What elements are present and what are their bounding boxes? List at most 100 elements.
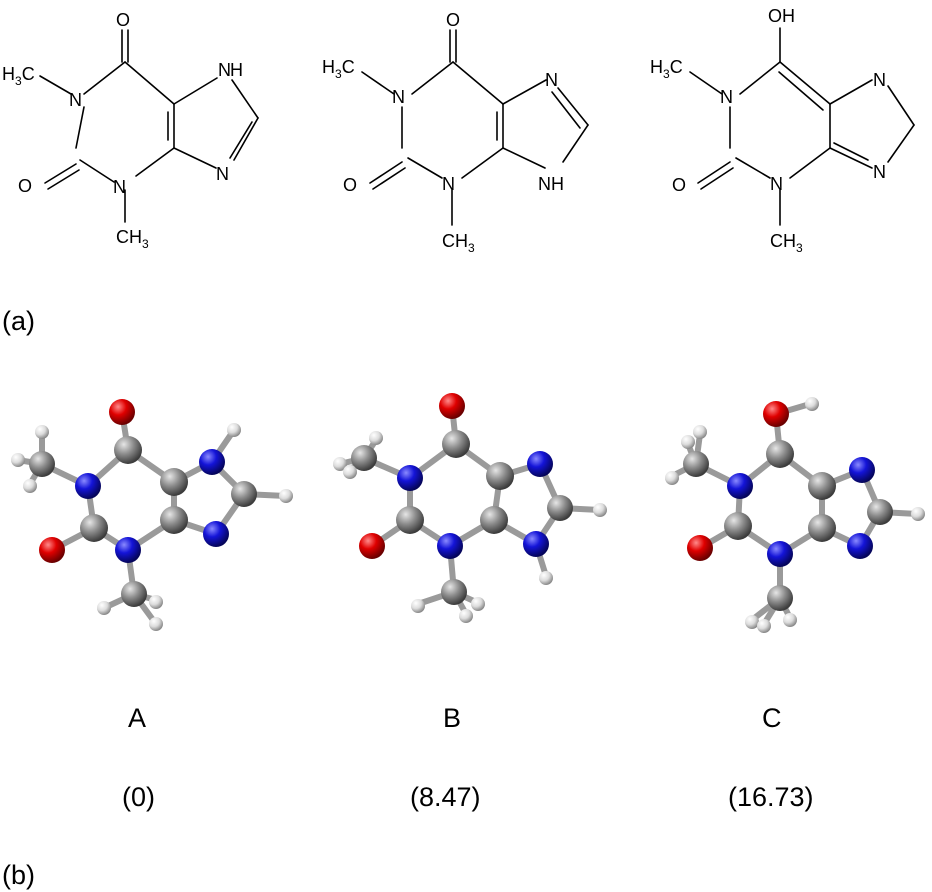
carbon-atom bbox=[441, 579, 467, 605]
hydroxyl-label: OH bbox=[768, 6, 795, 26]
nitrogen-atom bbox=[849, 457, 875, 483]
nitrogen-label: N bbox=[873, 70, 886, 90]
hydrogen-atom bbox=[681, 435, 695, 449]
methyl-label: CH3 bbox=[116, 227, 149, 251]
nitrogen-label: N bbox=[392, 87, 405, 107]
carbon-atom bbox=[114, 436, 142, 464]
methyl-label: CH3 bbox=[770, 231, 803, 255]
hydrogen-atom bbox=[279, 489, 293, 503]
nitrogen-label: N bbox=[720, 87, 733, 107]
carbon-atom bbox=[867, 499, 893, 525]
carbon-atom bbox=[808, 514, 836, 542]
relative-energy-c: (16.73) bbox=[728, 782, 814, 812]
nitrogen-atom bbox=[203, 521, 229, 547]
oxygen-label: O bbox=[116, 10, 130, 30]
nitrogen-label: N bbox=[216, 164, 229, 184]
nitrogen-atom bbox=[75, 473, 101, 499]
nitrogen-h-label: N bbox=[218, 60, 231, 80]
panel-label-b: (b) bbox=[2, 860, 35, 890]
carbon-atom bbox=[767, 585, 793, 611]
hydrogen-atom bbox=[459, 609, 473, 623]
nitrogen-label: N bbox=[69, 90, 82, 110]
carbon-atom bbox=[724, 512, 752, 540]
oxygen-atom bbox=[109, 399, 135, 425]
hydrogen-atom bbox=[149, 595, 163, 609]
hydrogen-atom bbox=[11, 453, 25, 467]
nitrogen-atom bbox=[527, 451, 553, 477]
oxygen-atom bbox=[39, 537, 65, 563]
carbon-atom bbox=[160, 468, 188, 496]
carbon-atom bbox=[808, 472, 836, 500]
nitrogen-atom bbox=[727, 473, 753, 499]
hydrogen-atom bbox=[693, 425, 707, 439]
hydrogen-atom bbox=[227, 423, 241, 437]
hydrogen-atom bbox=[471, 597, 485, 611]
relative-energy-b: (8.47) bbox=[410, 782, 481, 812]
nitrogen-atom bbox=[437, 533, 463, 559]
relative-energy-a: (0) bbox=[122, 782, 155, 812]
hydrogen-atom bbox=[783, 613, 797, 627]
hydrogen-atom bbox=[35, 425, 49, 439]
nitrogen-label: N bbox=[873, 162, 886, 182]
structure-formula-a: O N N N H N O H3C CH3 bbox=[2, 10, 259, 251]
carbon-atom bbox=[396, 506, 424, 534]
carbon-atom bbox=[547, 495, 573, 521]
hydrogen-atom bbox=[369, 431, 383, 445]
nitrogen-atom bbox=[847, 533, 873, 559]
hydrogen-label: H bbox=[230, 60, 243, 80]
nitrogen-h-label: NH bbox=[538, 174, 564, 194]
carbon-atom bbox=[29, 451, 55, 477]
nitrogen-atom bbox=[767, 541, 793, 567]
carbon-atom bbox=[160, 506, 188, 534]
oxygen-label: O bbox=[446, 10, 460, 30]
hydrogen-atom bbox=[343, 465, 357, 479]
hydrogen-atom bbox=[911, 507, 925, 521]
hydrogen-atom bbox=[97, 601, 111, 615]
methyl-label: H3C bbox=[650, 57, 683, 81]
hydrogen-atom bbox=[23, 479, 37, 493]
oxygen-label: O bbox=[672, 175, 686, 195]
nitrogen-label: N bbox=[113, 177, 126, 197]
hydrogen-atom bbox=[411, 599, 425, 613]
nitrogen-label: N bbox=[770, 174, 783, 194]
oxygen-atom bbox=[763, 401, 789, 427]
oxygen-label: O bbox=[18, 176, 32, 196]
oxygen-label: O bbox=[343, 175, 357, 195]
structure-formula-c: OH N N N N O H3C CH3 bbox=[650, 6, 915, 255]
ball-stick-model-a bbox=[11, 399, 293, 631]
structure-label-a: A bbox=[128, 703, 146, 733]
nitrogen-label: N bbox=[545, 70, 558, 90]
ball-stick-model-b bbox=[333, 393, 607, 623]
ball-stick-model-c bbox=[665, 397, 925, 633]
methyl-label: CH3 bbox=[442, 231, 475, 255]
carbon-atom bbox=[683, 451, 709, 477]
structure-label-c: C bbox=[762, 703, 782, 733]
structure-formula-b: O N N N NH O H3C CH3 bbox=[322, 10, 589, 255]
hydrogen-atom bbox=[805, 397, 819, 411]
panel-label-a: (a) bbox=[2, 306, 35, 336]
hydrogen-atom bbox=[593, 503, 607, 517]
nitrogen-atom bbox=[115, 537, 141, 563]
oxygen-atom bbox=[359, 533, 385, 559]
nitrogen-atom bbox=[523, 531, 549, 557]
carbon-atom bbox=[351, 445, 377, 471]
methyl-label: H3C bbox=[322, 57, 355, 81]
hydrogen-atom bbox=[757, 619, 771, 633]
carbon-atom bbox=[442, 430, 470, 458]
carbon-atom bbox=[480, 506, 508, 534]
carbon-atom bbox=[486, 462, 514, 490]
hydrogen-atom bbox=[539, 571, 553, 585]
nitrogen-atom bbox=[397, 465, 423, 491]
nitrogen-atom bbox=[199, 449, 225, 475]
carbon-atom bbox=[766, 440, 794, 468]
carbon-atom bbox=[80, 514, 108, 542]
carbon-atom bbox=[231, 481, 257, 507]
hydrogen-atom bbox=[745, 615, 759, 629]
hydrogen-atom bbox=[665, 471, 679, 485]
oxygen-atom bbox=[439, 393, 465, 419]
hydrogen-atom bbox=[149, 617, 163, 631]
carbon-atom bbox=[121, 581, 147, 607]
methyl-label: H3C bbox=[2, 64, 35, 88]
oxygen-atom bbox=[687, 535, 713, 561]
